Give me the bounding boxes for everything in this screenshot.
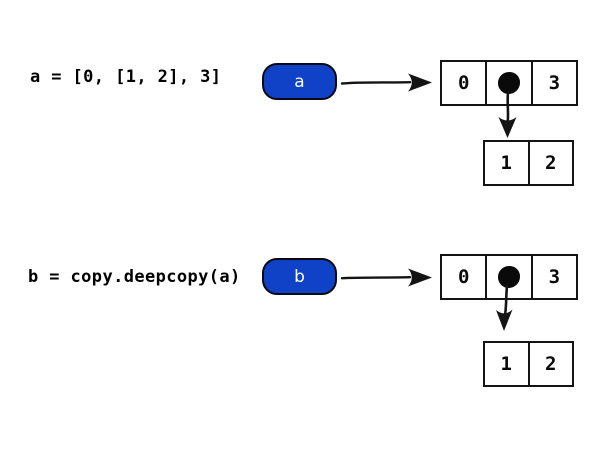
list-cell-a-1 [487, 62, 533, 104]
variable-pill-b-label: b [294, 266, 305, 287]
sublist-cell-a-0: 1 [485, 142, 530, 184]
variable-pill-b: b [262, 258, 337, 295]
list-cell-a-2: 3 [548, 72, 561, 94]
variable-pill-a: a [262, 63, 337, 100]
arrow-b-to-list-icon [340, 268, 432, 287]
list-cell-a-0: 0 [442, 62, 488, 104]
arrow-a-to-list-icon [340, 73, 432, 92]
arrow-a-pointer-to-sublist-icon [498, 91, 517, 138]
pointer-dot-icon [497, 72, 520, 94]
list-box-a: 0 3 [440, 60, 578, 106]
code-label-b: b = copy.deepcopy(a) [28, 267, 241, 287]
variable-pill-a-label: a [294, 71, 305, 92]
arrow-b-pointer-to-sublist-icon [496, 285, 513, 331]
sublist-cell-a-1: 2 [545, 152, 557, 174]
sublist-box-b: 1 2 [483, 341, 574, 387]
sublist-cell-b-0: 1 [485, 343, 530, 385]
list-box-b: 0 3 [440, 254, 578, 300]
sublist-cell-b-1: 2 [545, 353, 557, 375]
pointer-dot-icon [497, 266, 520, 288]
list-cell-b-2: 3 [548, 266, 561, 288]
list-cell-b-0: 0 [442, 256, 488, 298]
sublist-box-a: 1 2 [483, 140, 574, 186]
list-cell-b-1 [487, 256, 533, 298]
code-label-a: a = [0, [1, 2], 3] [30, 67, 222, 87]
